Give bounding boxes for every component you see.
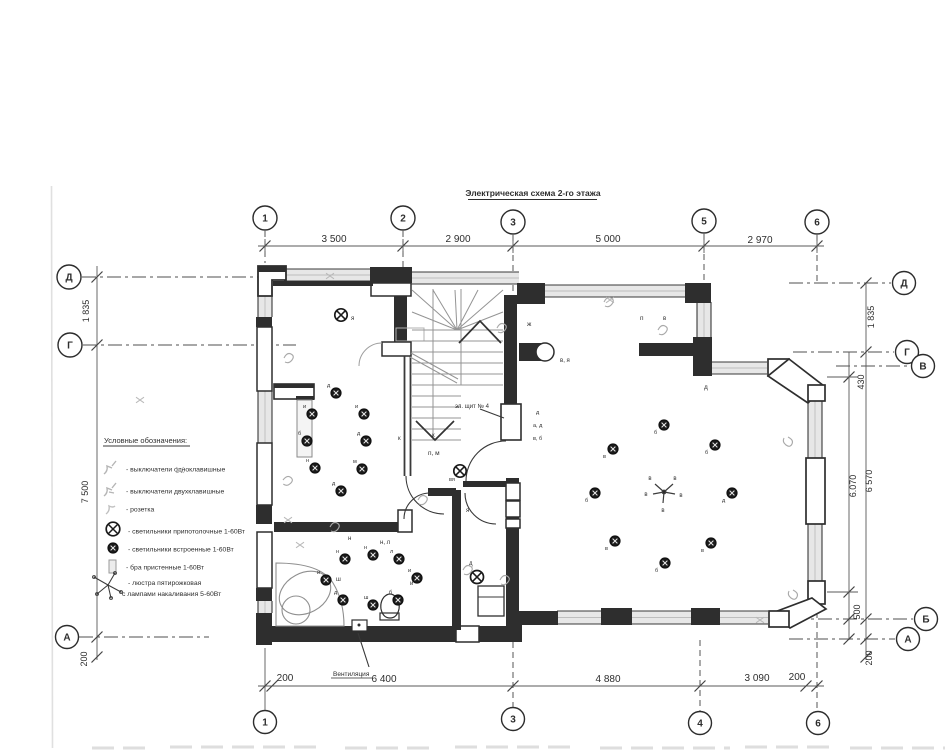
svg-text:4 880: 4 880 — [595, 674, 620, 685]
svg-text:б: б — [585, 498, 588, 504]
svg-text:в: в — [644, 492, 647, 498]
svg-text:Г: Г — [67, 341, 73, 352]
svg-text:н: н — [364, 545, 367, 551]
svg-text:в: в — [701, 548, 704, 554]
svg-text:н, л: н, л — [380, 540, 391, 546]
svg-text:А: А — [904, 635, 911, 646]
svg-text:п: п — [640, 315, 644, 322]
svg-text:6: 6 — [814, 218, 820, 229]
svg-text:5 000: 5 000 — [595, 234, 620, 245]
svg-text:4: 4 — [697, 719, 703, 730]
svg-text:д: д — [469, 561, 473, 567]
svg-text:д: д — [704, 384, 708, 391]
svg-text:Д: Д — [900, 279, 907, 290]
svg-text:3: 3 — [510, 715, 516, 726]
svg-text:и: и — [408, 568, 411, 574]
svg-text:п, м: п, м — [428, 450, 440, 457]
svg-text:6 570: 6 570 — [864, 470, 874, 493]
svg-text:д: д — [327, 383, 331, 389]
svg-text:б: б — [654, 430, 657, 436]
svg-text:к: к — [432, 433, 435, 439]
svg-text:Электрическая схема 2-го этажа: Электрическая схема 2-го этажа — [465, 188, 600, 198]
svg-text:я: я — [466, 508, 469, 514]
svg-text:Вентиляция: Вентиляция — [333, 671, 370, 678]
svg-text:с лампами накаливания 5-60Вт: с лампами накаливания 5-60Вт — [122, 591, 221, 598]
svg-text:500: 500 — [852, 604, 862, 619]
svg-text:в, я: в, я — [560, 358, 570, 364]
svg-text:В: В — [919, 362, 926, 373]
svg-text:430: 430 — [856, 374, 866, 389]
svg-text:3 090: 3 090 — [744, 673, 769, 684]
svg-text:2 970: 2 970 — [747, 235, 772, 246]
svg-text:и: и — [303, 404, 306, 410]
svg-text:200: 200 — [79, 651, 89, 666]
svg-text:7 500: 7 500 — [80, 481, 90, 504]
svg-text:к: к — [398, 436, 401, 442]
svg-text:б: б — [298, 431, 301, 437]
svg-text:д: д — [357, 431, 361, 437]
svg-text:Г: Г — [904, 348, 910, 359]
svg-text:5: 5 — [701, 217, 707, 228]
svg-text:д: д — [332, 481, 336, 487]
svg-text:в: в — [605, 546, 608, 552]
svg-text:н: н — [348, 536, 351, 542]
svg-text:в: в — [679, 493, 682, 499]
svg-text:3 500: 3 500 — [321, 234, 346, 245]
svg-text:- люстра пятирожковая: - люстра пятирожковая — [128, 580, 202, 587]
svg-text:Условные обозначения:: Условные обозначения: — [104, 436, 187, 445]
svg-text:200: 200 — [789, 672, 806, 683]
svg-text:2 900: 2 900 — [445, 234, 470, 245]
svg-text:б: б — [389, 590, 392, 596]
svg-text:Д: Д — [65, 273, 72, 284]
svg-text:л: л — [390, 549, 393, 555]
svg-text:- выключатели одноклавишные: - выключатели одноклавишные — [126, 467, 225, 474]
svg-text:б: б — [705, 450, 708, 456]
svg-text:3: 3 — [510, 218, 516, 229]
svg-text:д: д — [536, 410, 540, 416]
svg-text:я: я — [351, 316, 354, 322]
svg-text:1 835: 1 835 — [81, 300, 91, 323]
svg-text:и: и — [317, 570, 320, 576]
svg-text:в: в — [661, 508, 664, 514]
svg-text:- светильники припотолочные 1-: - светильники припотолочные 1-60Вт — [128, 529, 245, 536]
svg-text:200: 200 — [864, 650, 874, 665]
svg-text:А: А — [63, 633, 70, 644]
svg-text:- выключатели двухклавишные: - выключатели двухклавишные — [126, 489, 225, 496]
svg-text:в: в — [648, 476, 651, 482]
svg-text:а, д: а, д — [533, 423, 543, 429]
svg-text:- розетка: - розетка — [126, 507, 154, 514]
svg-text:ш: ш — [364, 595, 369, 601]
svg-text:- бра пристенные 1-60Вт: - бра пристенные 1-60Вт — [126, 564, 204, 572]
svg-text:200: 200 — [277, 673, 294, 684]
svg-text:н: н — [306, 458, 309, 464]
svg-text:- светильники встроенные 1-60В: - светильники встроенные 1-60Вт — [128, 547, 234, 554]
svg-text:н: н — [336, 549, 339, 555]
svg-text:д: д — [334, 590, 338, 596]
svg-text:2: 2 — [400, 214, 406, 225]
svg-text:м: м — [353, 459, 357, 465]
svg-text:и: и — [410, 581, 413, 587]
svg-text:6.070: 6.070 — [848, 475, 858, 498]
svg-text:д: д — [722, 498, 726, 504]
svg-text:6 400: 6 400 — [371, 674, 396, 685]
svg-text:ж: ж — [527, 321, 532, 328]
svg-text:ш: ш — [336, 577, 341, 583]
svg-text:в, б: в, б — [533, 436, 542, 442]
svg-text:вя: вя — [449, 477, 455, 483]
svg-text:Б: Б — [922, 615, 929, 626]
svg-text:эл. щит № 4: эл. щит № 4 — [455, 403, 490, 410]
svg-text:1 835: 1 835 — [866, 306, 876, 329]
svg-text:6: 6 — [815, 719, 821, 730]
svg-text:б: б — [655, 568, 658, 574]
svg-text:и: и — [355, 404, 358, 410]
svg-text:в: в — [663, 316, 666, 322]
svg-text:в: в — [673, 476, 676, 482]
svg-text:1: 1 — [262, 214, 268, 225]
svg-text:в: в — [603, 454, 606, 460]
svg-text:1: 1 — [262, 718, 268, 729]
